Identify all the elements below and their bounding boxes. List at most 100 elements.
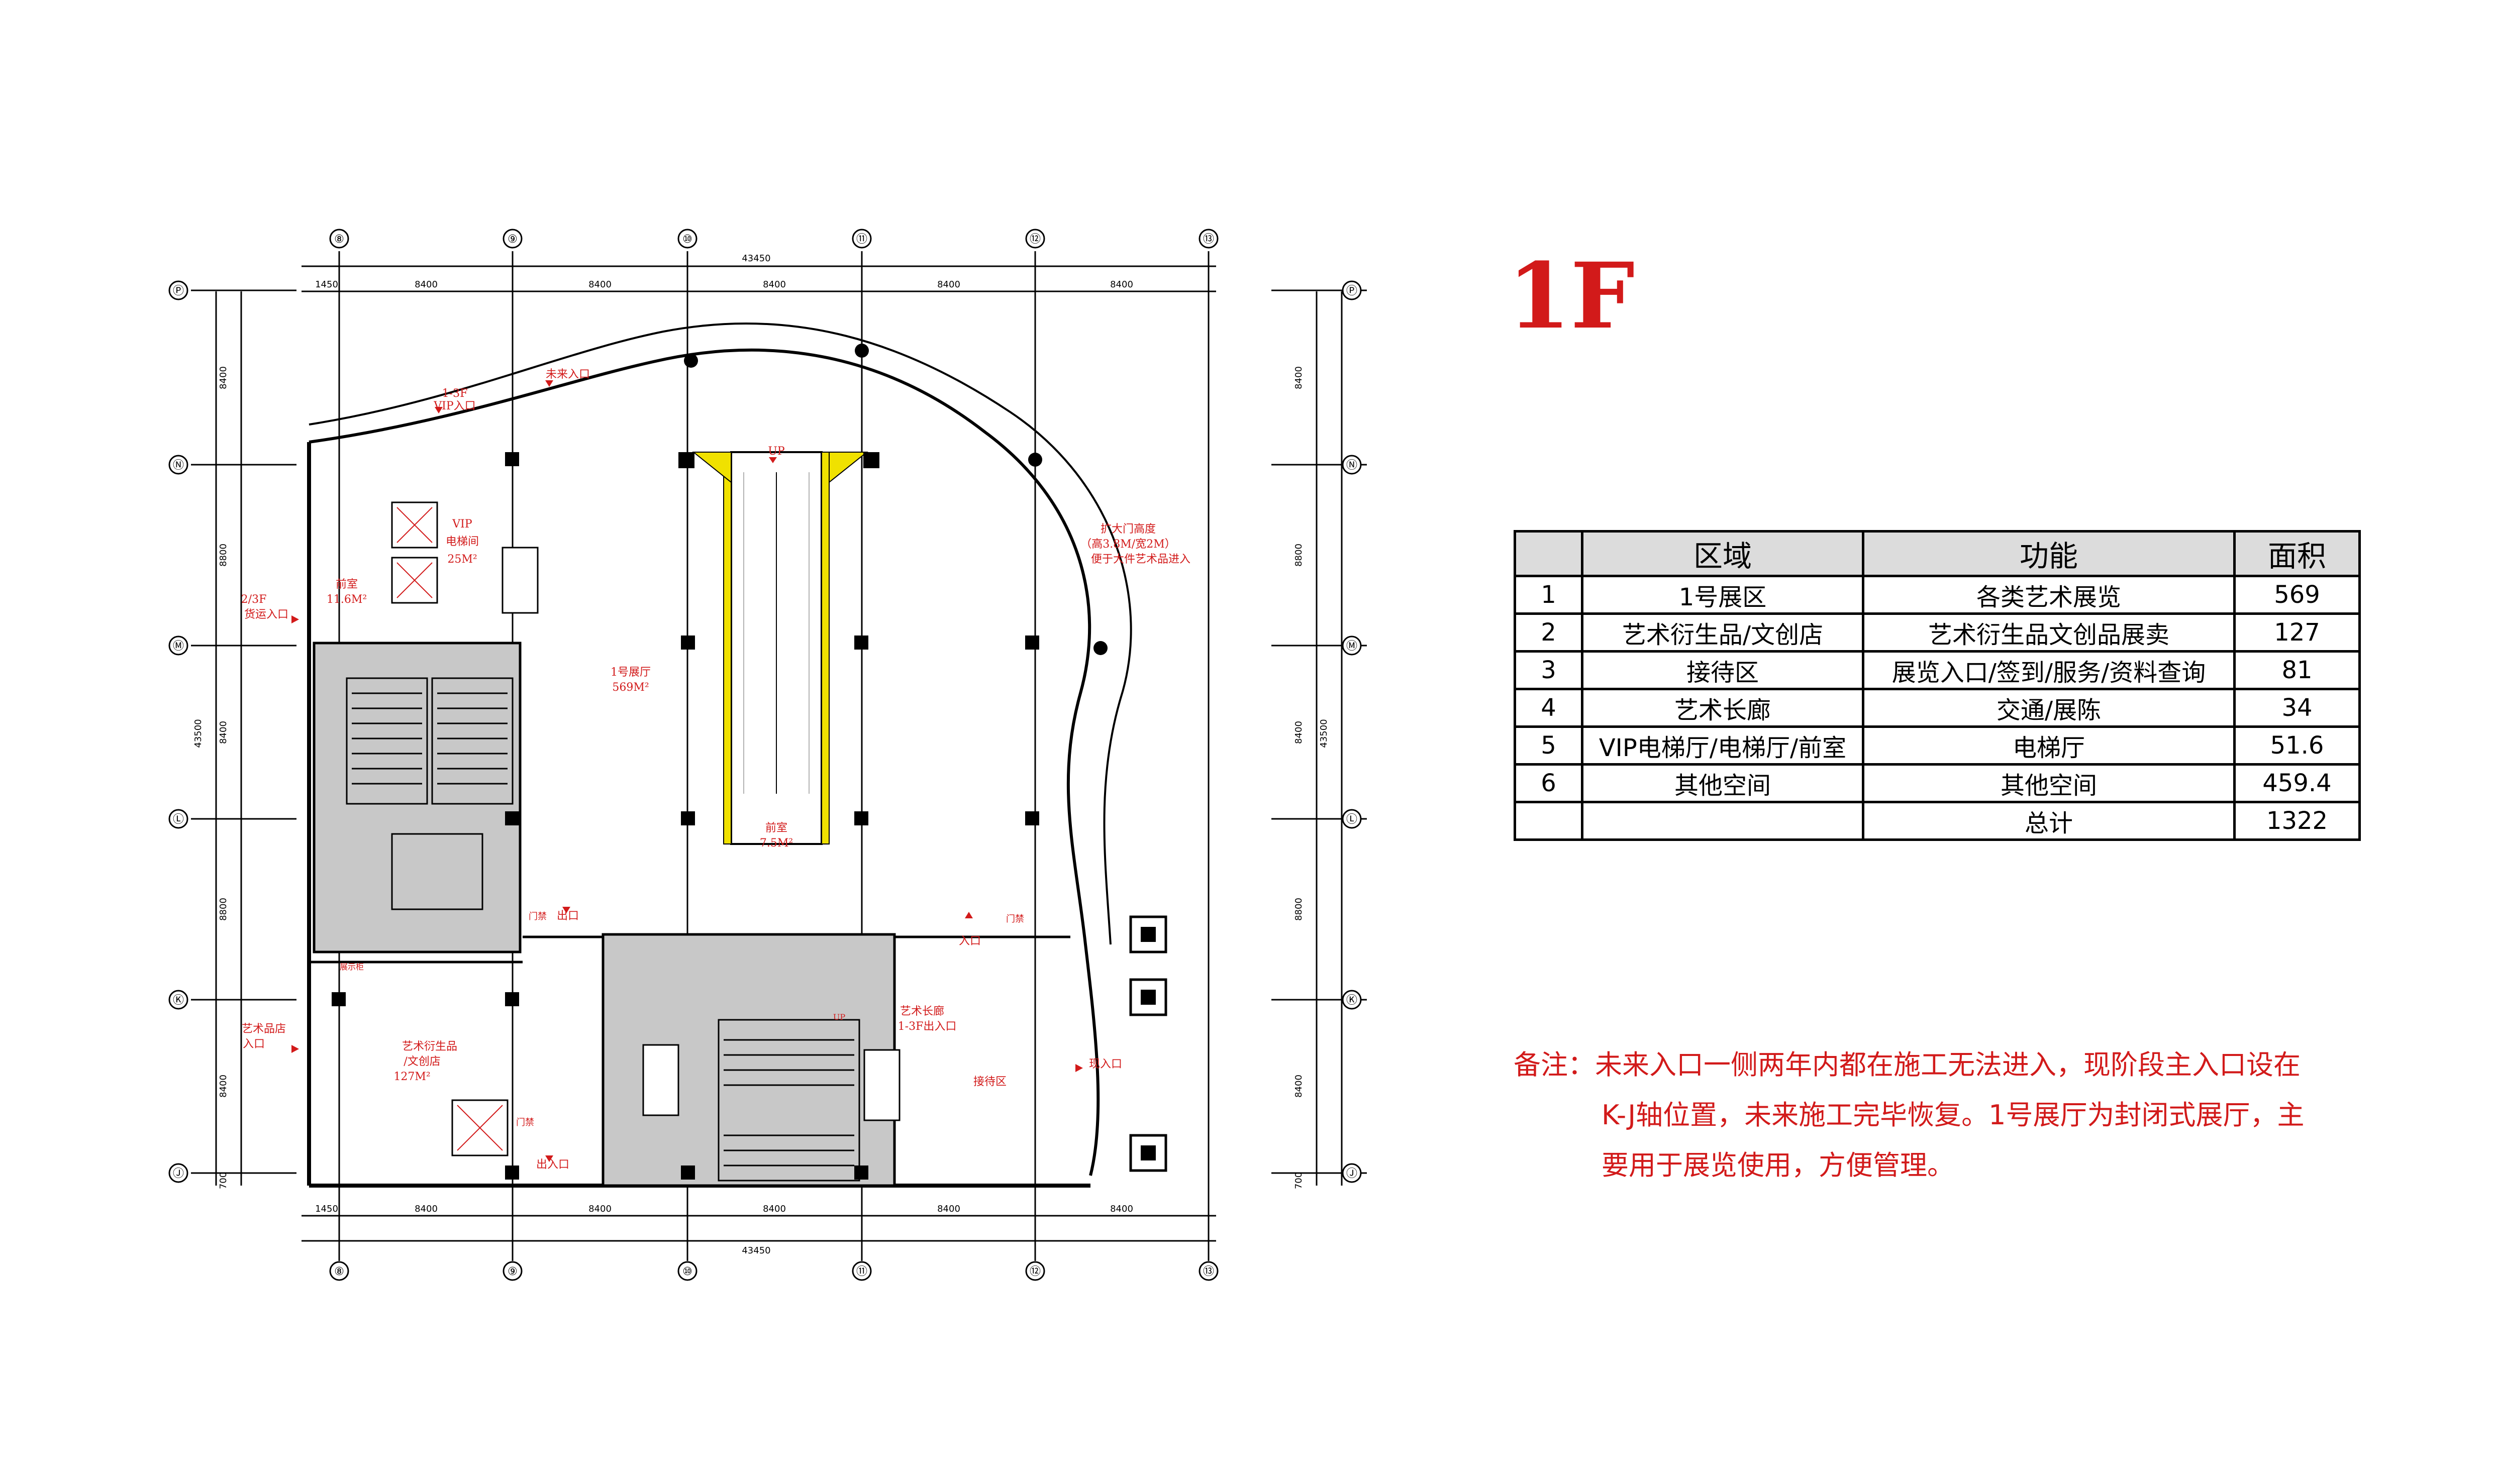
column xyxy=(505,811,519,825)
column xyxy=(505,452,519,466)
grid-bubble xyxy=(329,229,349,249)
table-row: 1 1号展区 各类艺术展览 569 xyxy=(1514,575,2361,615)
table-cell: 电梯厅 xyxy=(1862,725,2236,766)
grid-bubble xyxy=(503,229,523,249)
dim-text: 8400 xyxy=(763,1204,786,1214)
table-cell: 2 xyxy=(1514,612,1583,653)
dim-text: 43450 xyxy=(742,253,770,264)
table-cell: 各类艺术展览 xyxy=(1862,575,2236,615)
grid-bubble xyxy=(503,1261,523,1281)
remark-line: 备注：未来入口一侧两年内都在施工无法进入，现阶段主入口设在 xyxy=(1514,1049,2301,1081)
table-cell: 569 xyxy=(2233,575,2361,615)
entry-arrow xyxy=(965,912,973,918)
table-cell: 1322 xyxy=(2233,801,2361,841)
label-hall: 569M² xyxy=(612,681,649,694)
grid-label: ⑩ xyxy=(682,1265,692,1278)
column xyxy=(681,1165,695,1180)
label-vip-entrance: VIP入口 xyxy=(433,400,475,412)
escalator-arrow xyxy=(769,457,777,463)
table-cell: 51.6 xyxy=(2233,725,2361,766)
grid-label: Ⓟ xyxy=(1346,285,1357,297)
dim-text: 8400 xyxy=(1293,721,1304,744)
entry-arrow xyxy=(545,380,553,387)
grid-bubble xyxy=(1342,990,1362,1010)
grid-label: ⑧ xyxy=(334,233,344,246)
label-gate: 门禁 xyxy=(529,911,547,922)
label-up: UP xyxy=(768,445,785,458)
label-big-door: （高3.8M/宽2M） xyxy=(1080,538,1175,551)
label-shop: /文创店 xyxy=(404,1055,440,1068)
label-exit: 出口 xyxy=(557,910,579,922)
table-cell: 4 xyxy=(1514,688,1583,728)
dim-text: 8400 xyxy=(937,279,960,290)
column xyxy=(332,992,346,1006)
table-cell: 总计 xyxy=(1862,801,2236,841)
lift-cross xyxy=(396,507,433,543)
table-cell: 1号展区 xyxy=(1581,575,1864,615)
grid-label: ⑬ xyxy=(1203,1265,1214,1278)
column xyxy=(1025,811,1039,825)
table-cell: 展览入口/签到/服务/资料查询 xyxy=(1862,650,2236,690)
dim-text: 8400 xyxy=(218,721,229,744)
label-big-door: 便于大件艺术品进入 xyxy=(1091,553,1190,566)
entry-arrow xyxy=(1075,1064,1083,1072)
grid-label: ⑨ xyxy=(508,233,518,246)
round-column xyxy=(1028,453,1042,467)
label-vip-entrance: 1-3F xyxy=(442,387,468,400)
dim-text: 8400 xyxy=(1293,366,1304,389)
label-front-room: 11.6M² xyxy=(327,593,367,606)
grid-label: ⑫ xyxy=(1030,233,1041,246)
dim-text: 8400 xyxy=(763,279,786,290)
grid-label: ⑪ xyxy=(856,1265,867,1278)
label-shop: 127M² xyxy=(393,1071,430,1083)
planter-core xyxy=(1141,1145,1156,1160)
label-reception: 接待区 xyxy=(973,1076,1007,1088)
dim-text: 700 xyxy=(218,1172,229,1189)
entry-arrow xyxy=(545,1155,553,1162)
table-header-row: 区域 功能 面积 xyxy=(1514,530,2361,577)
grid-label: Ⓙ xyxy=(173,1168,184,1180)
dim-text: 8400 xyxy=(1110,1204,1133,1214)
round-column xyxy=(855,344,869,358)
label-art-entrance: 艺术品店 xyxy=(242,1023,286,1035)
grid-label: Ⓛ xyxy=(1346,813,1357,826)
label-cargo-entrance: 货运入口 xyxy=(244,608,288,621)
label-corridor: 艺术长廊 xyxy=(900,1005,944,1018)
entry-arrow xyxy=(291,1045,299,1053)
table-cell: 艺术衍生品/文创店 xyxy=(1581,612,1864,653)
dim-text: 8400 xyxy=(1293,1075,1304,1098)
dim-text: 43450 xyxy=(742,1245,770,1256)
column xyxy=(505,992,519,1006)
label-display-wall: 展示柜 xyxy=(340,962,364,972)
table-cell: 81 xyxy=(2233,650,2361,690)
table-header: 区域 xyxy=(1581,530,1864,577)
grid-label: ⑨ xyxy=(508,1265,518,1278)
table-cell: 127 xyxy=(2233,612,2361,653)
grid-bubble xyxy=(1199,229,1219,249)
label-future-entrance: 未来入口 xyxy=(546,368,590,381)
floor-title: 1F xyxy=(1508,243,1635,349)
planter-core xyxy=(1141,927,1156,942)
column xyxy=(863,452,879,468)
shaft xyxy=(863,1049,901,1121)
label-gate: 门禁 xyxy=(516,1117,534,1128)
label-big-door: 扩大门高度 xyxy=(1101,523,1156,536)
label-escalator-front: 7.5M² xyxy=(760,837,793,850)
column xyxy=(505,1165,519,1180)
table-cell: 459.4 xyxy=(2233,763,2361,803)
grid-label: ⑬ xyxy=(1203,233,1214,246)
table-cell: 3 xyxy=(1514,650,1583,690)
table-cell: 艺术衍生品文创品展卖 xyxy=(1862,612,2236,653)
label-current-entrance: 现入口 xyxy=(1089,1058,1122,1071)
label-vip-lift: VIP xyxy=(452,518,472,531)
entry-arrow xyxy=(562,907,570,913)
stairs xyxy=(346,677,860,1182)
column xyxy=(681,635,695,650)
table-cell: 5 xyxy=(1514,725,1583,766)
dim-text: 1450 xyxy=(315,279,338,290)
dim-text: 8800 xyxy=(1293,544,1304,567)
round-column xyxy=(684,354,698,368)
label-entrance: 入口 xyxy=(959,935,981,947)
column xyxy=(1025,635,1039,650)
